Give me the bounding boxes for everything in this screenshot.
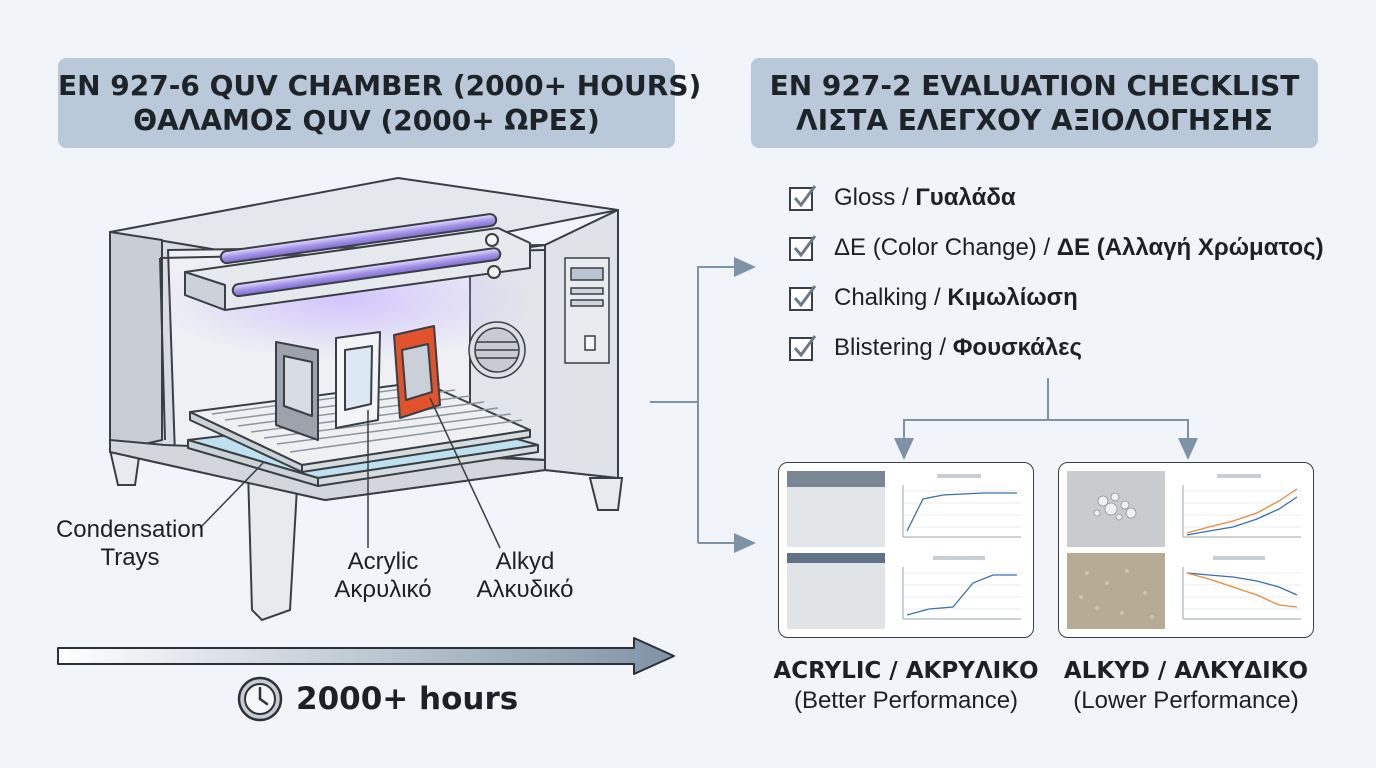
arrow-head — [894, 438, 914, 460]
alkyd-sample-panel — [393, 325, 441, 419]
checklist-item-gr: Κιμωλίωση — [947, 284, 1078, 311]
acrylic-result-title: ACRYLIC / ΑΚΡΥΛΙΚΟ — [773, 658, 1039, 684]
checklist-item-en: Blistering — [834, 334, 933, 361]
clock-icon — [237, 676, 283, 722]
chamber-banner: EN 927-6 QUV CHAMBER (2000+ HOURS) ΘΑΛΑΜ… — [58, 58, 702, 148]
condensation-trays-label-line2: Trays — [100, 544, 160, 571]
alkyd-delta-e-mini-chart — [1173, 471, 1305, 547]
checklist-item-separator: / — [932, 334, 953, 361]
acrylic-results-panel — [778, 462, 1034, 638]
checklist-item-gr: ΔE (Αλλαγή Χρώματος) — [1056, 234, 1324, 261]
arrow-heads — [734, 257, 1198, 553]
acrylic-result-caption: ACRYLIC / ΑΚΡΥΛΙΚΟ (Better Performance) — [770, 656, 1042, 716]
acrylic-surface-photo — [787, 553, 885, 629]
alkyd-chalking-photo — [1067, 553, 1165, 629]
condensation-trays-label: Condensation Trays — [50, 516, 210, 572]
checklist-banner-title-en: EN 927-2 EVALUATION CHECKLIST — [769, 69, 1300, 102]
checkbox-icon — [789, 285, 816, 311]
acrylic-sample-panel — [335, 331, 381, 429]
uv-lamp-tube — [231, 247, 502, 298]
alkyd-label: Alkyd Αλκυδικό — [460, 548, 590, 604]
chamber-banner-title-gr: ΘΑΛΑΜΟΣ QUV (2000+ ΩΡΕΣ) — [133, 104, 600, 137]
alkyd-label-gr: Αλκυδικό — [476, 576, 574, 603]
checkbox-icon — [789, 185, 816, 211]
alkyd-result-caption: ALKYD / ΑΛΚΥΔΙΚΟ (Lower Performance) — [1050, 656, 1322, 716]
alkyd-result-title: ALKYD / ΑΛΚΥΔΙΚΟ — [1063, 658, 1309, 684]
checklist-banner-title-gr: ΛΙΣΤΑ ΕΛΕΓΧΟΥ ΑΞΙΟΛΟΓΗΣΗΣ — [796, 104, 1273, 137]
checklist-item-en: ΔE (Color Change) — [834, 234, 1037, 261]
acrylic-label-gr: Ακρυλικό — [334, 576, 432, 603]
checklist-item-color-change: ΔE (Color Change) / ΔE (Αλλαγή Χρώματος) — [788, 234, 1324, 262]
arrow-head — [734, 533, 756, 553]
checklist-item-separator: / — [1036, 234, 1057, 261]
checklist-item-en: Gloss — [834, 184, 896, 211]
alkyd-results-panel — [1058, 462, 1314, 638]
acrylic-label: Acrylic Ακρυλικό — [318, 548, 448, 604]
checklist-banner: EN 927-2 EVALUATION CHECKLIST ΛΙΣΤΑ ΕΛΕΓ… — [751, 58, 1318, 148]
duration-label: 2000+ hours — [296, 681, 519, 717]
condensation-trays-label-line1: Condensation — [55, 516, 205, 543]
alkyd-blistering-photo — [1067, 471, 1165, 547]
chamber-banner-title-en: EN 927-6 QUV CHAMBER (2000+ HOURS) — [58, 69, 702, 102]
acrylic-result-subtitle: (Better Performance) — [793, 687, 1019, 714]
acrylic-label-en: Acrylic — [347, 548, 419, 575]
flow-arrows — [650, 266, 1189, 544]
checklist-item-separator: / — [927, 284, 948, 311]
callout-lines — [199, 397, 501, 549]
checklist-item-gr: Φουσκάλες — [952, 334, 1083, 361]
duration-indicator: 2000+ hours — [236, 675, 518, 723]
uv-lamp-tube — [219, 213, 498, 265]
arrow-head — [1178, 438, 1198, 460]
timeline-arrow — [57, 637, 675, 675]
checklist-item-gr: Γυαλάδα — [915, 184, 1016, 211]
control-panel — [564, 257, 610, 364]
chamber-legs — [108, 449, 624, 622]
checklist-item-chalking: Chalking / Κιμωλίωση — [788, 284, 1078, 312]
arrow-head — [734, 257, 756, 277]
acrylic-performance-mini-chart — [893, 553, 1025, 629]
vent-grille — [468, 321, 526, 379]
checkbox-icon — [789, 235, 816, 261]
checklist-item-gloss: Gloss / Γυαλάδα — [788, 184, 1016, 212]
acrylic-gloss-mini-chart — [893, 471, 1025, 547]
uv-lamp-assembly — [184, 213, 531, 311]
gray-sample-panel — [275, 341, 319, 441]
checkbox-icon — [789, 335, 816, 361]
alkyd-result-subtitle: (Lower Performance) — [1073, 687, 1299, 714]
alkyd-performance-mini-chart — [1173, 553, 1305, 629]
checklist-item-blistering: Blistering / Φουσκάλες — [788, 334, 1082, 362]
acrylic-sample-photo — [787, 471, 885, 547]
checklist-item-en: Chalking — [834, 284, 928, 311]
checklist-item-separator: / — [895, 184, 916, 211]
alkyd-label-en: Alkyd — [495, 548, 555, 575]
